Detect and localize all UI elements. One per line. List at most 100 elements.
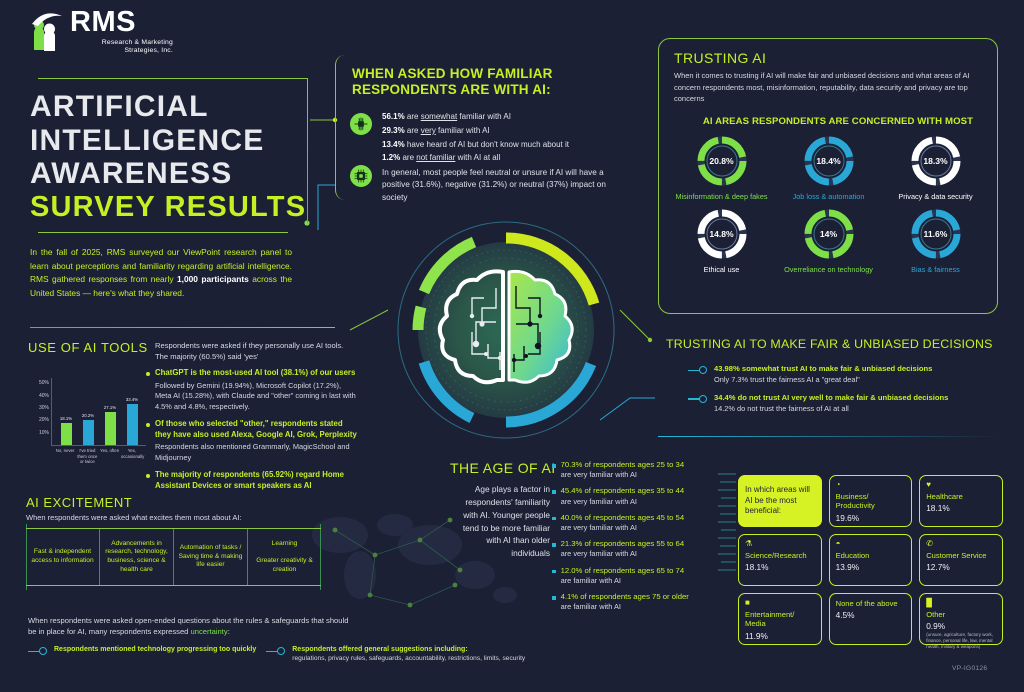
chart-bar-column: 20.2% [81,378,96,445]
donut-label: Job loss & automation [792,192,865,201]
bullet-head: Of those who selected "other," responden… [155,419,357,439]
square-bullet-icon [552,490,556,495]
headset-icon: ✆ [926,539,933,548]
donut-label: Ethical use [703,265,740,275]
age-head: 70.3% of respondents ages 25 to 34 [560,460,685,469]
briefcase-icon: ◔ [835,480,841,489]
fair-sub: 14.2% do not trust the fairness of AI at… [714,403,849,413]
chart-x-tick: Yes, often [100,448,120,453]
bottom-item-head: Respondents mentioned technology progres… [54,646,257,653]
age-sub: are very familiar with AI [560,523,637,532]
beneficial-value: 13.9% [835,562,860,573]
chart-y-tick: 30% [38,404,49,411]
beneficial-value: 18.1% [926,503,950,514]
line-circle-marker-icon [688,365,710,375]
age-sub: are very familiar with AI [560,496,637,506]
beneficial-prompt-text: In which areas will AI be the most benef… [745,484,810,516]
intro-part1: In the fall of 2025, RMS surveyed our Vi… [30,247,292,285]
title-line-4: SURVEY RESULTS [30,190,307,223]
use-bullet: ChatGPT is the most-used AI tool (38.1%)… [146,368,358,412]
donut-chart: 20.8% [695,134,749,188]
logo-people-icon [32,13,62,51]
beneficial-card: ✆ Customer Service 12.7% [919,534,1003,586]
concerns-subtitle: AI AREAS RESPONDENTS ARE CONCERNED WITH … [702,116,974,127]
excitement-cell: Automation of tasks / Saving time & maki… [174,529,248,585]
chart-bar-value: 18.1% [59,415,73,421]
screen-icon: ■ [745,598,750,607]
concern-donut: 14.8% Ethical use [668,207,775,274]
chart-y-tick: 50% [38,380,49,387]
chart-bar-value: 20.2% [81,413,95,419]
age-sub: are very familiar with AI [560,470,637,480]
fair-decision-item: 34.4% do not trust AI very well to make … [688,393,1008,414]
ai-excitement-title: AI EXCITEMENT [26,495,133,510]
use-of-ai-bullets: ChatGPT is the most-used AI tool (38.1%)… [146,368,358,498]
chart-y-axis: 50%40%30%20%10% [26,378,50,446]
donut-chart: 18.3% [909,134,963,188]
bullet-head: The majority of respondents (65.92%) reg… [155,470,344,490]
age-of-ai-description: Age plays a factor in respondents' famil… [462,484,550,559]
square-bullet-icon [552,464,556,468]
beneficial-label: Healthcare [926,492,963,501]
flask-icon: ⚗ [745,539,753,548]
chart-x-tick: Yes, occasionally [120,448,145,459]
donut-value: 18.4% [816,156,841,166]
donut-value: 11.6% [923,229,948,240]
beneficial-label: Customer Service [926,551,987,560]
chart-plot-area: 18.1%20.2%27.1%33.4% [51,378,146,446]
square-bullet-icon [552,543,556,547]
world-map-decoration [312,514,517,608]
beneficial-note: (unsure, agriculture, factory work, fina… [926,632,993,650]
familiarity-title: WHEN ASKED HOW FAMILIAR RESPONDENTS ARE … [352,66,553,98]
intro-part2: across the United States — here's what t… [30,274,292,298]
watermark: VP-IG0126 [952,665,988,672]
age-sub: are very familiar with AI [560,549,637,559]
donut-chart: 18.4% [802,134,856,188]
chart-bar-value: 27.1% [103,404,117,410]
age-head: 40.0% of respondents ages 45 to 54 [560,512,685,522]
ai-excitement-lead: When respondents were asked what excites… [26,513,242,522]
donut-label: Privacy & data security [898,192,973,201]
beneficial-label: None of the above [835,599,898,608]
beneficial-prompt-card: In which areas will AI be the most benef… [738,475,822,527]
rms-logo: RMS Research & Marketing Strategies, Inc… [28,8,173,66]
trusting-ai-panel [658,38,998,314]
age-head: 4.1% of respondents ages 75 or older [560,592,689,602]
title-rule-top [38,78,308,79]
chart-bar [60,422,72,445]
logo-wordmark: RMS [70,6,136,38]
chart-x-tick: I've tried them once or twice [77,448,98,464]
beneficial-value: 11.9% [745,630,768,641]
chart-bar-column: 18.1% [59,378,74,445]
beneficial-value: 18.1% [745,562,769,573]
divider-teal [30,327,335,328]
chip-icon [350,113,372,135]
trusting-ai-description: When it comes to trusting if AI will mak… [674,71,970,104]
familiarity-item: 29.3% are very familiar with AI [382,125,490,135]
donut-chart: 14.8% [695,207,749,261]
chart-y-tick: 20% [38,417,49,424]
chart-y-tick: 10% [38,429,49,436]
donut-chart: 14% [802,207,856,261]
familiarity-note: In general, most people feel neutral or … [382,168,606,202]
processor-glyph-icon [354,169,368,183]
fair-head: 34.4% do not trust AI very well to make … [714,392,949,402]
trusting-ai-title: TRUSTING AI [674,50,767,66]
line-circle-marker-icon [266,646,288,656]
title-rule-bottom [38,232,288,233]
use-of-ai-title: USE OF AI TOOLS [28,340,148,355]
beneficial-label: Education [835,551,870,560]
bullet-sub: Respondents also mentioned Grammarly, Ma… [155,442,350,462]
concern-donut: 20.8%Misinformation & deep fakes [668,134,775,201]
title-rule-vertical [307,78,308,223]
beneficial-value: 12.7% [926,562,950,573]
